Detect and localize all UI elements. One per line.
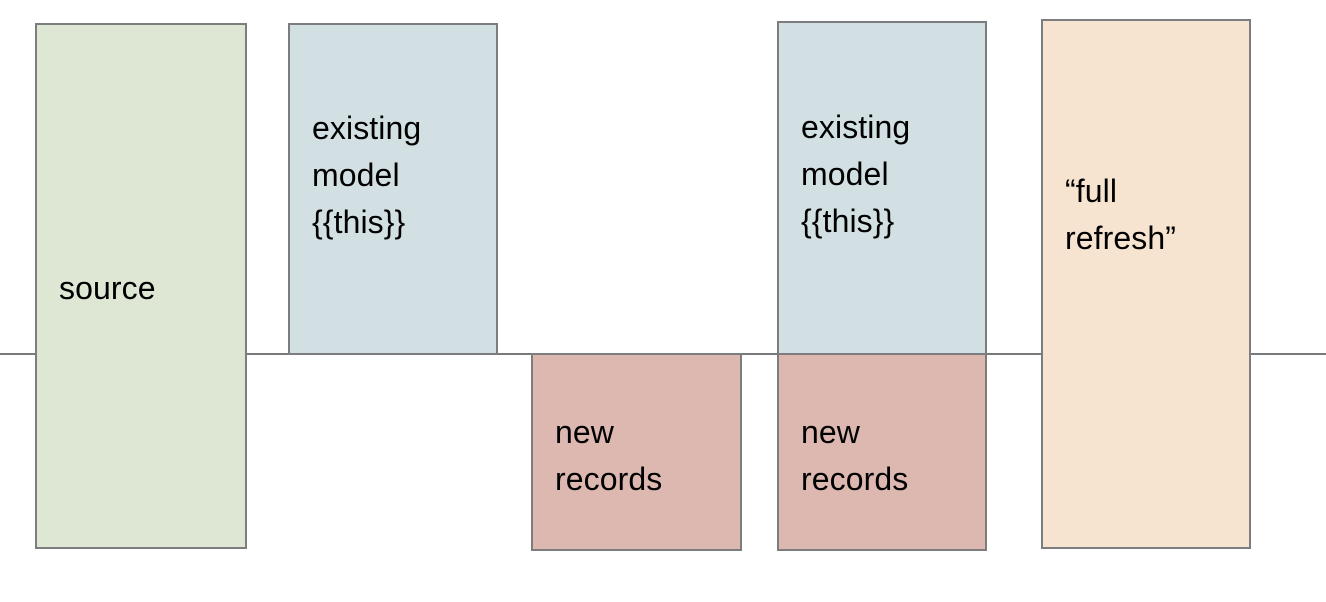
box-new-records-2[interactable]: new records: [777, 353, 987, 551]
box-existing-model-2[interactable]: existing model {{this}}: [777, 21, 987, 355]
box-new-records-1-label: new records: [555, 414, 663, 497]
box-full-refresh-label: “full refresh”: [1065, 173, 1177, 256]
box-full-refresh[interactable]: “full refresh”: [1041, 19, 1251, 549]
box-source[interactable]: source: [35, 23, 247, 549]
box-existing-model-2-label: existing model {{this}}: [801, 108, 911, 239]
box-new-records-1[interactable]: new records: [531, 353, 742, 551]
box-new-records-2-label: new records: [801, 414, 909, 497]
box-source-label: source: [59, 269, 156, 306]
box-existing-model-1[interactable]: existing model {{this}}: [288, 23, 498, 355]
box-existing-model-1-label: existing model {{this}}: [312, 109, 422, 240]
